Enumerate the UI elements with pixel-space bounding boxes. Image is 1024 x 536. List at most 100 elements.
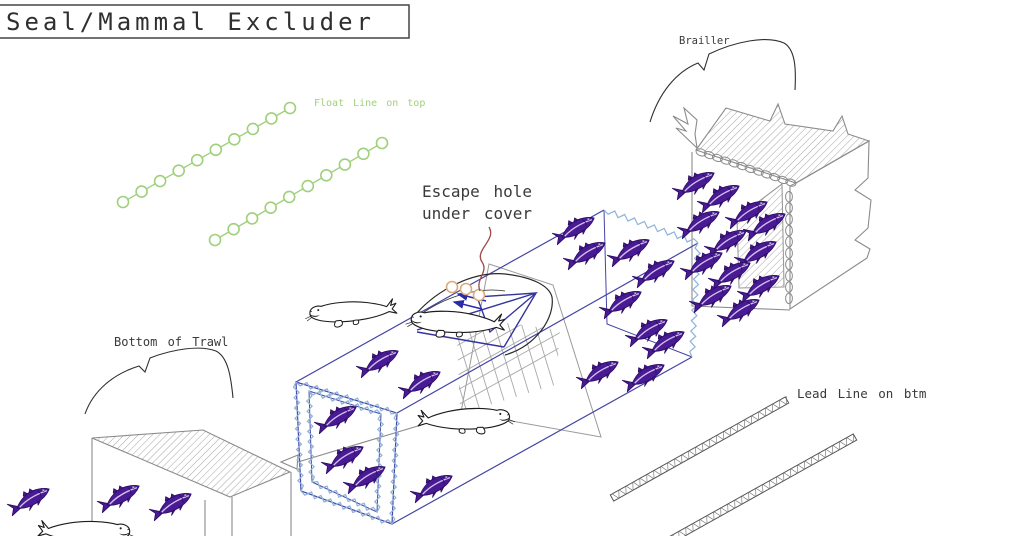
fish-icon — [573, 352, 624, 393]
brailler-ring — [785, 270, 793, 282]
lead-line-hatch — [741, 495, 749, 501]
seal-icon — [303, 298, 398, 330]
brailler-callout: Brailler — [649, 35, 796, 123]
lead-line-hatch — [818, 452, 826, 458]
fish-icon — [353, 341, 404, 382]
lead-line-hatch — [706, 515, 714, 521]
float-ring — [264, 201, 278, 214]
lead-line-hatch — [846, 437, 854, 443]
net-box-long-edges — [295, 209, 699, 525]
fish-icon — [146, 484, 197, 525]
float-ring — [246, 122, 260, 136]
fish-icon — [94, 476, 145, 517]
mesh-zigzag-edge — [308, 390, 382, 415]
grid-line — [497, 316, 542, 390]
fish-icon — [407, 466, 458, 507]
float-line-rope — [214, 142, 383, 241]
brailler-ring — [777, 175, 789, 185]
lead-line-hatch — [772, 403, 780, 409]
lead-line-hatch — [783, 472, 791, 478]
lead-line-hatch — [839, 441, 847, 447]
lead-line-hatch — [626, 485, 633, 491]
lead-line-hatch — [713, 511, 721, 517]
lead-line-hatch — [779, 399, 787, 405]
float-ring — [319, 169, 333, 182]
brailler-ring — [785, 224, 793, 237]
title-text: Seal/Mammal Excluder — [6, 8, 375, 36]
float-ring — [245, 212, 259, 225]
grid-line — [509, 316, 555, 386]
float-ring — [227, 222, 240, 236]
lead-line-hatch — [832, 445, 840, 450]
lead-line-hatch — [674, 458, 682, 464]
brailler-ring — [760, 170, 772, 179]
lead-line-hatch — [790, 468, 798, 474]
lead-line-hatch — [737, 423, 745, 429]
lead-line-hatch — [811, 456, 819, 462]
grid-line — [456, 316, 468, 412]
brailler-ring — [785, 281, 793, 293]
bottom-of-trawl-callout: Bottom of Trawl — [84, 335, 234, 415]
brailler-ring — [720, 156, 732, 165]
lead-line-hatch — [632, 481, 640, 487]
float-line-label: Float Line on top — [314, 98, 425, 109]
escape-hole-markers — [445, 226, 492, 310]
lead-line-hatch — [653, 470, 661, 476]
fish-icon — [395, 362, 446, 403]
float-ring — [172, 164, 185, 177]
lead-line-hatch — [660, 466, 668, 472]
lead-line-hatch — [699, 519, 707, 525]
float-ring — [283, 101, 297, 115]
brailler-ring — [736, 161, 748, 171]
fish-icon — [340, 457, 391, 498]
mesh-zigzag-edge — [295, 381, 398, 415]
lead-line-hatch — [709, 438, 717, 444]
float-ring — [208, 233, 222, 247]
lead-line-hatch — [686, 527, 693, 532]
lead-line-hatch — [692, 523, 700, 528]
bottom-of-trawl-structure — [91, 412, 462, 536]
lead-line-hatch — [825, 449, 833, 454]
lead-line-hatch — [744, 419, 752, 425]
lead-line-hatch — [762, 484, 770, 489]
mesh-zigzag-edge — [292, 381, 305, 492]
trawl-roof-hatched-panel — [91, 429, 292, 498]
float-ring — [375, 136, 389, 150]
brailler-ring — [785, 190, 793, 203]
float-line-rope — [122, 107, 291, 203]
float-ring — [228, 133, 241, 146]
fish-icon — [549, 208, 600, 249]
lead-line-bar — [669, 433, 858, 536]
brailler-ring — [785, 247, 793, 259]
brailler-ring — [785, 202, 793, 214]
lead-line-hatch — [720, 507, 728, 513]
escape-label-line1: Escape hole — [422, 182, 532, 201]
float-ring — [301, 179, 315, 193]
flow-arrow — [452, 299, 483, 310]
lead-line-hatch — [702, 442, 710, 448]
float-line-chains — [116, 101, 389, 247]
brailler-ring — [728, 159, 740, 168]
excluder-net-box — [295, 209, 699, 525]
brailler-front-edges — [691, 152, 791, 311]
title-box: Seal/Mammal Excluder — [0, 4, 410, 39]
lead-line-hatch — [797, 464, 805, 470]
mesh-zigzag-edge — [603, 209, 699, 244]
lead-line-hatch — [769, 480, 777, 486]
lead-line-hatch — [716, 434, 724, 440]
lead-line-hatch — [667, 462, 675, 468]
mesh-zigzag-edge — [305, 390, 316, 483]
brailler-ring-chains — [695, 148, 797, 305]
lead-line-hatch — [695, 446, 703, 452]
bottom-of-trawl-brace — [84, 347, 234, 415]
lead-line-hatch — [751, 415, 759, 421]
float-ring — [190, 153, 204, 167]
seal-icon — [404, 306, 507, 343]
seal-icon — [37, 519, 136, 536]
lead-line-hatch — [730, 427, 738, 433]
lead-line-hatch — [765, 407, 773, 413]
brailler-ring — [703, 150, 715, 160]
float-ring — [116, 195, 130, 209]
brailler-ring — [785, 292, 793, 305]
